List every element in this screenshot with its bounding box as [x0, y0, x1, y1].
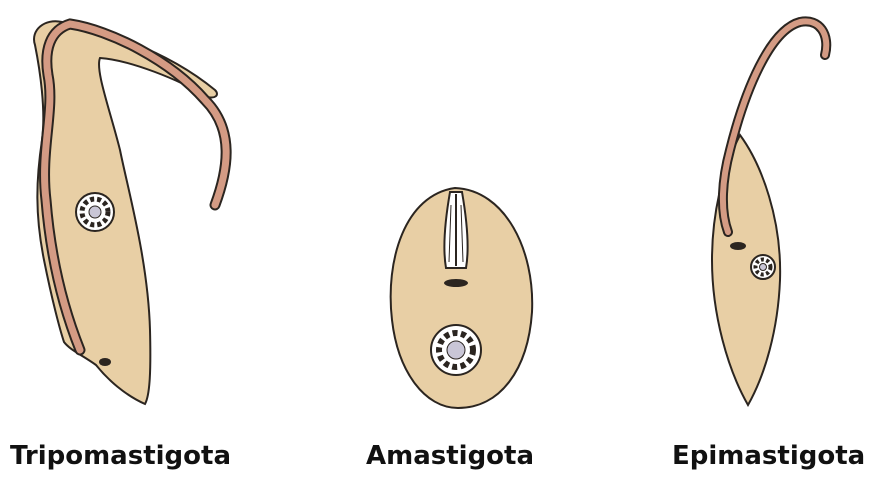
label-amastigota: Amastigota: [366, 440, 534, 472]
label-epimastigota: Epimastigota: [672, 440, 865, 472]
epimastigote-cell: [712, 21, 826, 405]
label-tripomastigota: Tripomastigota: [10, 440, 231, 472]
epimastigote-nucleus: [751, 255, 775, 279]
amastigote-cell: [391, 188, 533, 408]
amastigote-nucleus: [431, 325, 481, 375]
tripomastigote-kinetoplast: [99, 358, 111, 366]
tripomastigote-nucleus: [76, 193, 114, 231]
epimastigote-kinetoplast: [730, 242, 746, 250]
tripomastigote-cell: [34, 21, 226, 404]
amastigote-kinetoplast: [444, 279, 468, 287]
